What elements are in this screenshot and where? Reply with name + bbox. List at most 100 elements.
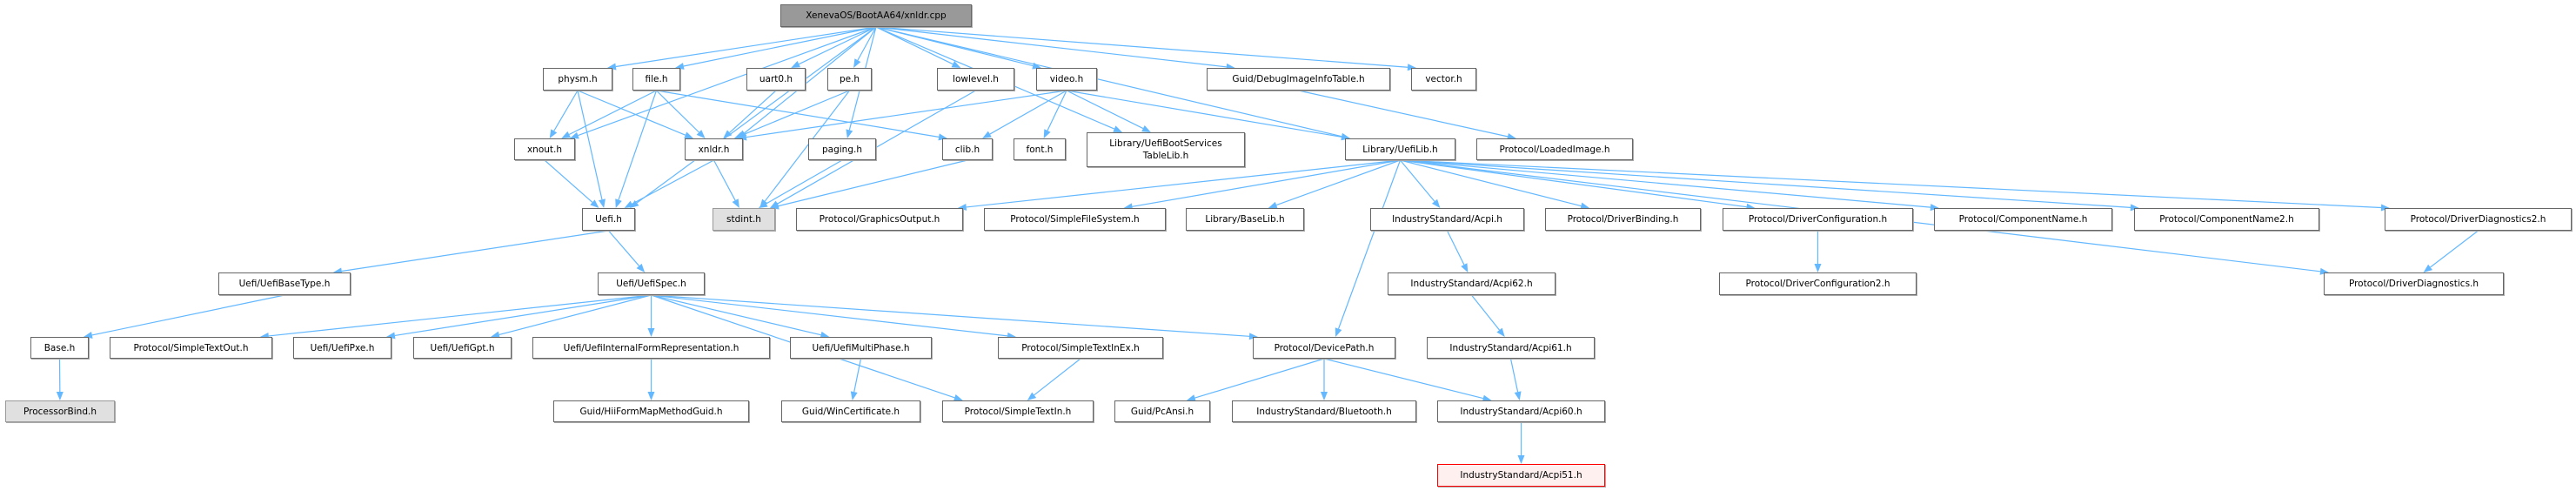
arrowhead-icon	[758, 200, 768, 208]
edge-uefilib-to-baselib	[1275, 159, 1401, 206]
header-node-drvdiag2[interactable]: Protocol/DriverDiagnostics2.h	[2385, 208, 2572, 231]
header-node-compname2[interactable]: Protocol/ComponentName2.h	[2134, 208, 2319, 231]
header-node-gpt[interactable]: Uefi/UefiGpt.h	[413, 337, 512, 359]
edge-root-to-uart0	[799, 26, 877, 65]
header-node-acpi51[interactable]: IndustryStandard/Acpi51.h	[1437, 464, 1605, 487]
root-file-node[interactable]: XenevaOS/BootAA64/xnldr.cpp	[780, 4, 972, 27]
header-node-paging[interactable]: paging.h	[808, 138, 876, 160]
header-node-pxe[interactable]: Uefi/UefiPxe.h	[293, 337, 391, 359]
header-node-bootsvc[interactable]: Library/UefiBootServices TableLib.h	[1087, 132, 1245, 167]
header-node-acpi62[interactable]: IndustryStandard/Acpi62.h	[1388, 272, 1556, 295]
edge-multiphase-to-wincert	[853, 358, 862, 393]
arrowhead-icon	[684, 131, 694, 138]
edge-root-to-vector	[875, 26, 1408, 68]
header-node-hiiform[interactable]: Guid/HiiFormMapMethodGuid.h	[553, 400, 749, 422]
edge-uefispec-to-multiphase	[651, 294, 821, 336]
edge-uefilib-to-compname2	[1400, 159, 2131, 208]
arrowhead-icon	[732, 198, 739, 208]
arrowhead-icon	[647, 392, 655, 400]
edge-clib-to-stdint	[778, 159, 968, 207]
edge-root-to-file	[683, 26, 877, 67]
arrowhead-icon	[723, 130, 733, 138]
arrowhead-icon	[2130, 204, 2139, 212]
edge-debugimg-to-loadedimg	[1298, 90, 1509, 138]
arrowhead-icon	[1580, 202, 1590, 210]
header-node-basetype[interactable]: Uefi/UefiBaseType.h	[218, 272, 351, 295]
header-node-xnldr[interactable]: xnldr.h	[685, 138, 743, 160]
edge-stiex-to-sti	[1034, 358, 1081, 396]
header-node-base[interactable]: Base.h	[30, 337, 89, 359]
header-node-acpi60[interactable]: IndustryStandard/Acpi60.h	[1437, 400, 1605, 422]
header-node-acpi[interactable]: IndustryStandard/Acpi.h	[1370, 208, 1524, 231]
header-node-stdint[interactable]: stdint.h	[713, 208, 775, 231]
header-node-video[interactable]: video.h	[1036, 68, 1097, 91]
edge-uefilib-to-compname	[1400, 159, 1931, 208]
arrowhead-icon	[624, 200, 634, 208]
header-node-sti[interactable]: Protocol/SimpleTextIn.h	[942, 400, 1094, 422]
header-node-clib[interactable]: clib.h	[942, 138, 993, 160]
header-node-xnout[interactable]: xnout.h	[514, 138, 575, 160]
header-node-debugimg[interactable]: Guid/DebugImageInfoTable.h	[1207, 68, 1390, 91]
edge-uefilib-to-drvconf	[1400, 159, 1747, 208]
edge-paging-to-stdint	[766, 159, 843, 205]
header-node-bluetooth[interactable]: IndustryStandard/Bluetooth.h	[1232, 400, 1416, 422]
edge-file-to-xnldr	[656, 90, 699, 133]
header-node-vector[interactable]: vector.h	[1411, 68, 1476, 91]
header-node-wincert[interactable]: Guid/WinCertificate.h	[781, 400, 920, 422]
arrowhead-icon	[1027, 392, 1037, 400]
edge-drvdiag2-to-drvdiag	[2430, 230, 2479, 268]
edge-pe-to-stdint	[764, 90, 850, 202]
header-node-stiex[interactable]: Protocol/SimpleTextInEx.h	[998, 337, 1163, 359]
header-node-drvbind[interactable]: Protocol/DriverBinding.h	[1545, 208, 1701, 231]
header-node-uefispec[interactable]: Uefi/UefiSpec.h	[598, 272, 705, 295]
arrowhead-icon	[696, 130, 706, 138]
arrowhead-icon	[953, 394, 963, 401]
header-node-ifr[interactable]: Uefi/UefiInternalFormRepresentation.h	[532, 337, 770, 359]
arrowhead-icon	[675, 63, 685, 70]
header-node-compname[interactable]: Protocol/ComponentName.h	[1934, 208, 2112, 231]
header-node-font[interactable]: font.h	[1014, 138, 1066, 160]
arrowhead-icon	[1407, 64, 1416, 71]
header-node-file[interactable]: file.h	[632, 68, 680, 91]
header-node-procbind[interactable]: ProcessorBind.h	[5, 400, 115, 422]
edge-physm-to-xnldr	[577, 90, 686, 136]
header-node-sto[interactable]: Protocol/SimpleTextOut.h	[110, 337, 272, 359]
edge-xnldr-to-uefi	[632, 159, 714, 205]
arrowhead-icon	[1043, 129, 1051, 138]
header-node-devpath[interactable]: Protocol/DevicePath.h	[1253, 337, 1395, 359]
arrowhead-icon	[647, 328, 655, 337]
header-node-pcansi[interactable]: Guid/PcAnsi.h	[1114, 400, 1210, 422]
edge-video-to-font	[1047, 90, 1067, 131]
header-node-physm[interactable]: physm.h	[543, 68, 612, 91]
header-node-uefilib[interactable]: Library/UefiLib.h	[1345, 138, 1455, 160]
edge-uefilib-to-gop	[966, 159, 1401, 208]
edge-uefilib-to-drvbind	[1400, 159, 1582, 207]
arrowhead-icon	[549, 129, 558, 138]
header-node-lowlevel[interactable]: lowlevel.h	[937, 68, 1014, 91]
arrowhead-icon	[1186, 394, 1196, 401]
edge-xnout-to-uefi	[544, 159, 593, 203]
header-node-baselib[interactable]: Library/BaseLib.h	[1186, 208, 1304, 231]
arrowhead-icon	[56, 391, 64, 400]
header-node-drvconf[interactable]: Protocol/DriverConfiguration.h	[1723, 208, 1913, 231]
edge-acpi-to-acpi62	[1446, 230, 1465, 266]
header-node-drvdiag[interactable]: Protocol/DriverDiagnostics.h	[2324, 272, 2504, 295]
edge-devpath-to-acpi60	[1323, 358, 1483, 400]
edge-uefispec-to-devpath	[651, 294, 1250, 337]
header-node-pe[interactable]: pe.h	[827, 68, 872, 91]
edge-video-to-bootsvc	[1066, 90, 1144, 130]
header-node-uefi[interactable]: Uefi.h	[582, 208, 635, 231]
header-node-drvconf2[interactable]: Protocol/DriverConfiguration2.h	[1719, 272, 1917, 295]
header-node-sfs[interactable]: Protocol/SimpleFileSystem.h	[984, 208, 1166, 231]
arrowhead-icon	[791, 61, 800, 68]
arrowhead-icon	[770, 202, 779, 210]
header-node-gop[interactable]: Protocol/GraphicsOutput.h	[796, 208, 963, 231]
header-node-loadedimg[interactable]: Protocol/LoadedImage.h	[1476, 138, 1633, 160]
arrowhead-icon	[2319, 267, 2329, 275]
header-node-multiphase[interactable]: Uefi/UefiMultiPhase.h	[790, 337, 932, 359]
header-node-uart0[interactable]: uart0.h	[746, 68, 806, 91]
header-node-acpi61[interactable]: IndustryStandard/Acpi61.h	[1427, 337, 1595, 359]
arrowhead-icon	[599, 198, 606, 208]
